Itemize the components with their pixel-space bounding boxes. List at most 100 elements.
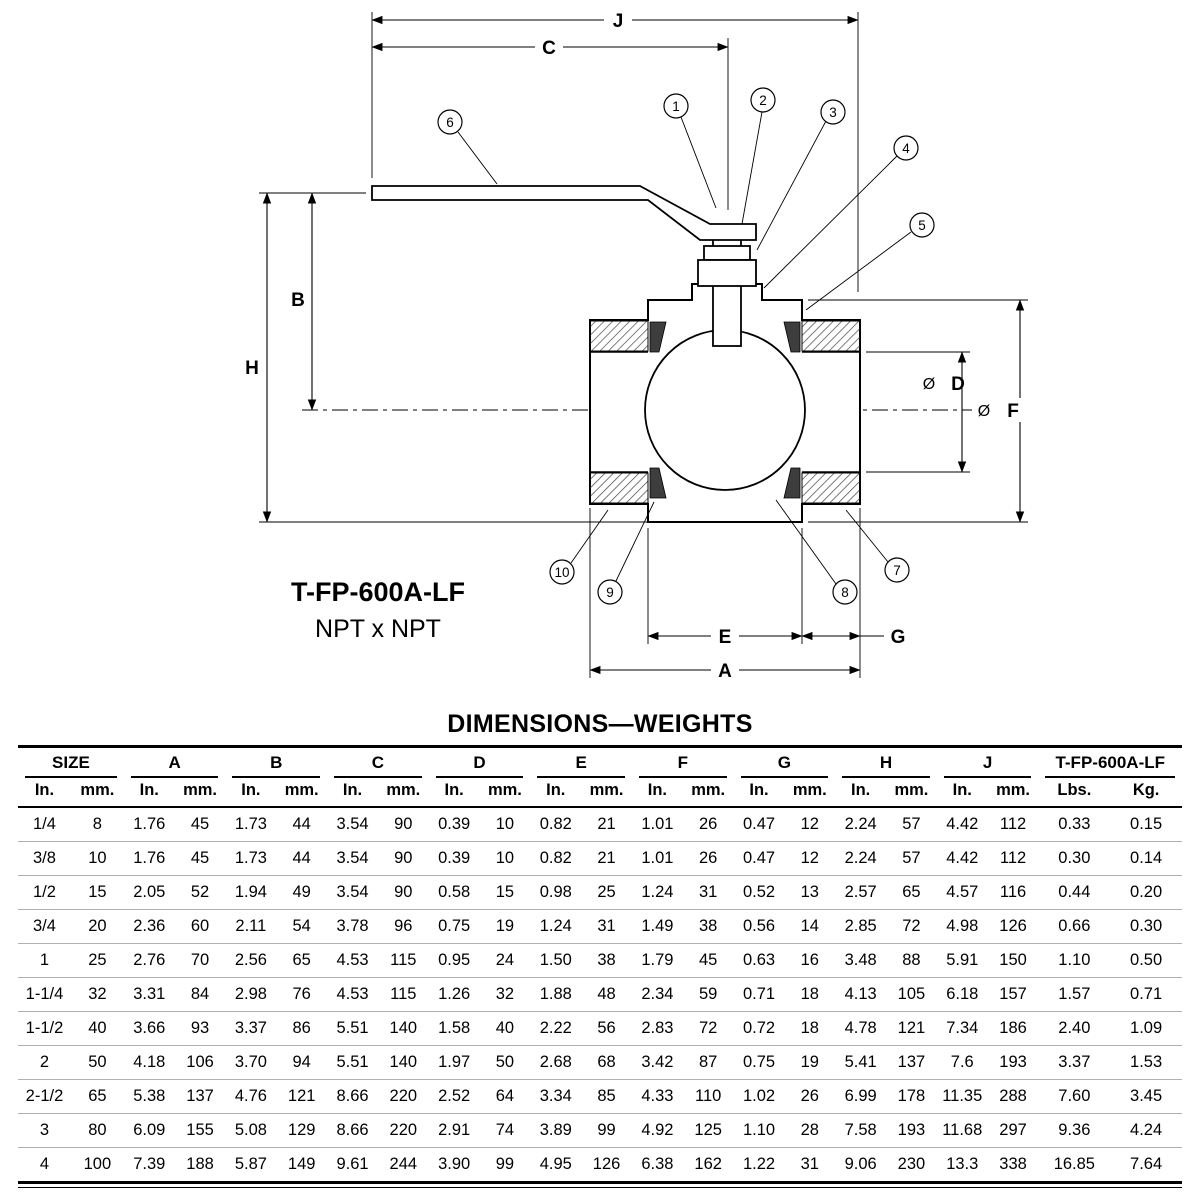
table-cell: 26 [682, 807, 734, 842]
table-cell: 25 [70, 943, 124, 978]
table-cell: 2.52 [428, 1079, 480, 1114]
table-cell: 0.71 [733, 977, 785, 1012]
col-subheader: In. [18, 778, 71, 808]
table-cell: 3.37 [225, 1011, 277, 1046]
table-title: DIMENSIONS—WEIGHTS [447, 710, 753, 738]
table-cell: 2.36 [123, 909, 175, 944]
seat-bottom-right [783, 467, 801, 499]
table-cell: 1.58 [428, 1011, 480, 1046]
table-cell: 72 [886, 909, 937, 944]
table-cell: 6.18 [936, 977, 988, 1012]
table-cell: 1.01 [631, 807, 683, 842]
table-cell: 338 [987, 1147, 1039, 1184]
table-cell: 1.26 [428, 977, 480, 1012]
table-cell: 7.34 [936, 1011, 988, 1046]
table-cell: 0.75 [428, 909, 480, 944]
table-cell: 19 [479, 909, 531, 944]
table-cell: 12 [784, 841, 836, 876]
table-cell: 6.09 [123, 1113, 175, 1148]
table-cell: 54 [276, 909, 328, 944]
table-cell: 19 [784, 1045, 836, 1080]
table-cell: 0.82 [530, 807, 582, 842]
table-cell: 140 [377, 1011, 429, 1046]
svg-text:4: 4 [902, 141, 910, 156]
table-cell: 0.98 [530, 875, 582, 910]
table-cell: 3.90 [428, 1147, 480, 1184]
table-cell: 126 [581, 1147, 632, 1184]
table-cell: 86 [276, 1011, 328, 1046]
table-cell: 7.64 [1110, 1147, 1182, 1184]
table-cell: 0.39 [428, 807, 480, 842]
table-cell: 7.39 [123, 1147, 175, 1184]
valve-body [371, 185, 861, 523]
table-cell: 121 [886, 1011, 937, 1046]
valve-cross-section-svg: J C B H Ø D [245, 9, 1028, 682]
dimension-lines: J C B H Ø D [245, 9, 1026, 682]
callout-5: 5 [805, 212, 935, 311]
col-subheader: mm. [682, 778, 734, 808]
table-cell: 14 [784, 909, 836, 944]
table-cell: 0.47 [733, 807, 785, 842]
table-cell: 45 [682, 943, 734, 978]
table-cell: 2.98 [225, 977, 277, 1012]
table-cell: 6.99 [835, 1079, 887, 1114]
table-cell: 0.30 [1110, 909, 1182, 944]
col-subheader: mm. [174, 778, 226, 808]
table-cell: 7.60 [1038, 1079, 1111, 1114]
table-cell: 3 [18, 1113, 71, 1148]
table-cell: 193 [886, 1113, 937, 1148]
table-cell: 1.57 [1038, 977, 1111, 1012]
table-cell: 150 [987, 943, 1039, 978]
table-cell: 157 [987, 977, 1039, 1012]
dim-label-A: A [718, 661, 732, 682]
callout-2: 2 [741, 87, 776, 225]
table-cell: 99 [581, 1113, 632, 1148]
table-cell: 4.13 [835, 977, 887, 1012]
table-cell: 48 [581, 977, 632, 1012]
table-cell: 106 [174, 1045, 226, 1080]
table-cell: 0.71 [1110, 977, 1182, 1012]
table-cell: 5.38 [123, 1079, 175, 1114]
table-cell: 0.39 [428, 841, 480, 876]
table-cell: 0.56 [733, 909, 785, 944]
table-cell: 16 [784, 943, 836, 978]
table-cell: 1.24 [631, 875, 683, 910]
table-cell: 12 [784, 807, 836, 842]
table-cell: 162 [682, 1147, 734, 1184]
table-cell: 2.24 [835, 841, 887, 876]
table-cell: 0.44 [1038, 875, 1111, 910]
svg-text:9: 9 [606, 585, 614, 600]
col-subheader: In. [225, 778, 277, 808]
table-cell: 0.58 [428, 875, 480, 910]
table-cell: 297 [987, 1113, 1039, 1148]
dim-C: C [371, 36, 729, 59]
table-cell: 2.68 [530, 1045, 582, 1080]
table-cell: 4.92 [631, 1113, 683, 1148]
table-cell: 0.75 [733, 1045, 785, 1080]
table-cell: 10 [70, 841, 124, 876]
table-cell: 155 [174, 1113, 226, 1148]
table-cell: 3.54 [327, 841, 378, 876]
table-cell: 1.49 [631, 909, 683, 944]
table-cell: 2.40 [1038, 1011, 1111, 1046]
diameter-symbol: Ø [923, 376, 935, 393]
callouts: 1 2 3 4 [437, 87, 935, 605]
table-cell: 110 [682, 1079, 734, 1114]
table-cell: 80 [70, 1113, 124, 1148]
table-cell: 0.63 [733, 943, 785, 978]
table-cell: 3.54 [327, 807, 378, 842]
table-cell: 45 [174, 807, 226, 842]
table-cell: 1/4 [18, 807, 71, 842]
svg-text:5: 5 [918, 218, 926, 233]
table-cell: 72 [682, 1011, 734, 1046]
table-cell: 31 [581, 909, 632, 944]
table-cell: 1.22 [733, 1147, 785, 1184]
table-cell: 4.33 [631, 1079, 683, 1114]
